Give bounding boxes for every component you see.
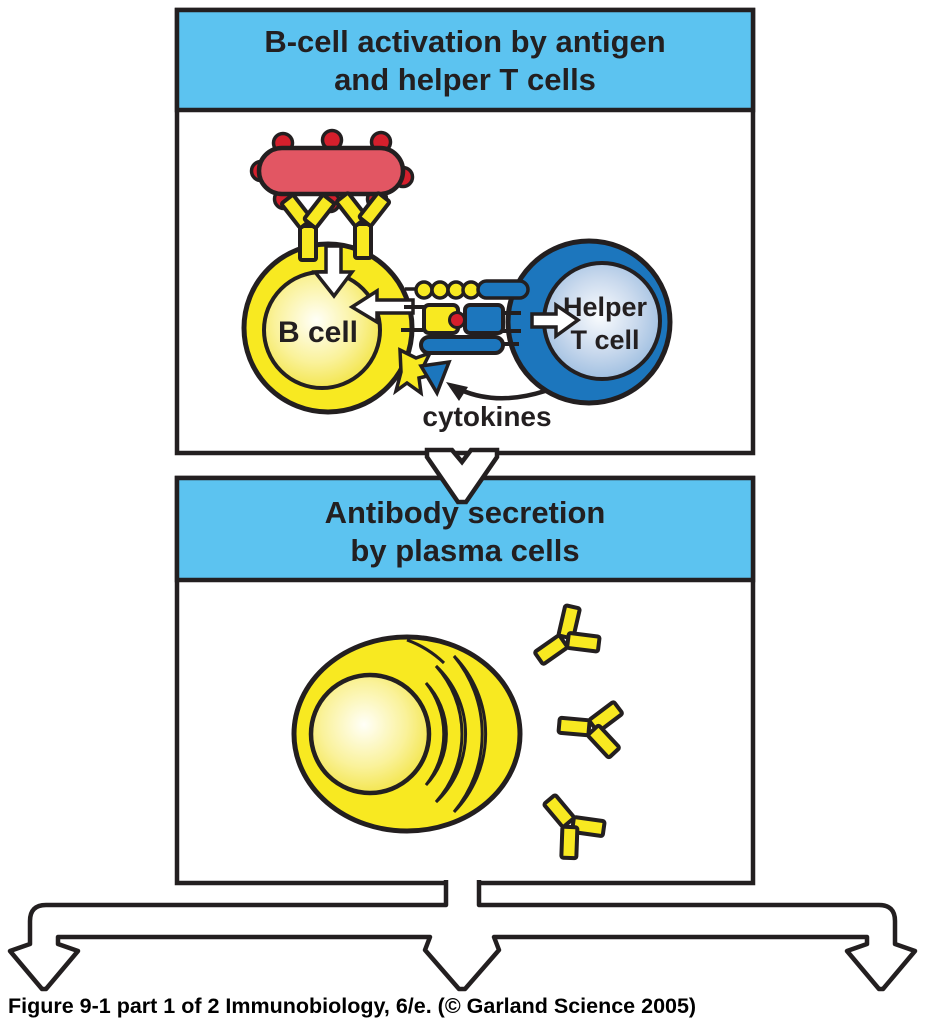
t-cell-label-line2: T cell bbox=[570, 325, 639, 355]
antibody-stem bbox=[556, 715, 592, 738]
cytokines-label: cytokines bbox=[422, 401, 551, 432]
antibody-arm bbox=[559, 824, 580, 861]
b-cell-label: B cell bbox=[278, 316, 358, 349]
antibody-icon bbox=[533, 603, 602, 666]
panel-secretion-title-line2: by plasma cells bbox=[350, 533, 579, 568]
b-cell-receptor bbox=[334, 191, 392, 260]
antibody-stem bbox=[542, 793, 576, 829]
antibody-stem bbox=[533, 633, 569, 666]
bcr-stem bbox=[353, 222, 373, 260]
costimulatory-beads bbox=[414, 280, 481, 300]
panel-connector-arrow-icon bbox=[424, 447, 500, 505]
er-crescent bbox=[434, 664, 467, 804]
cd40-receptor-capsule bbox=[476, 279, 530, 300]
er-crescent bbox=[424, 681, 448, 787]
er-crescent bbox=[452, 654, 488, 814]
antibody-arm bbox=[586, 723, 621, 760]
figure-caption: Figure 9-1 part 1 of 2 Immunobiology, 6/… bbox=[8, 994, 696, 1018]
antigen bbox=[256, 145, 406, 197]
b-cell-receptor bbox=[279, 193, 337, 262]
cytokines-group: cytokines bbox=[418, 359, 552, 432]
antibody-arm bbox=[565, 631, 602, 654]
bcr-arm bbox=[302, 193, 337, 230]
branching-arrows-icon bbox=[7, 880, 918, 992]
bcr-stem bbox=[298, 224, 318, 262]
antibody-icon bbox=[542, 793, 607, 861]
adhesion-capsule bbox=[419, 335, 505, 355]
bead bbox=[414, 280, 434, 300]
membrane-spike bbox=[393, 347, 441, 397]
cytokine-arrow-curve bbox=[460, 387, 546, 401]
peptide-dot bbox=[448, 311, 466, 329]
panel-activation: B-cell activation by antigen and helper … bbox=[174, 7, 756, 456]
panel-secretion: Antibody secretion by plasma cells bbox=[174, 475, 756, 886]
bead bbox=[430, 280, 450, 300]
antibody-arm bbox=[570, 815, 607, 838]
t-cell-receptor bbox=[463, 303, 505, 335]
activation-arrow-down-icon bbox=[311, 244, 356, 299]
panel-activation-header bbox=[174, 7, 756, 113]
antibody-arm bbox=[556, 603, 582, 641]
cell-interface bbox=[401, 279, 530, 355]
cytokine-arrowhead-icon bbox=[446, 382, 468, 401]
plasma-cell-nucleus bbox=[308, 672, 432, 796]
panel-activation-title-line1: B-cell activation by antigen bbox=[264, 24, 665, 59]
cytokine-triangle-icon bbox=[418, 359, 452, 397]
er-crescent bbox=[406, 638, 446, 665]
activation-arrow-right-icon bbox=[530, 301, 582, 340]
antibody-icon bbox=[556, 700, 624, 760]
bcr-arm bbox=[357, 191, 392, 228]
panel-activation-title-line2: and helper T cells bbox=[334, 62, 596, 97]
activation-arrow-left-icon bbox=[348, 287, 415, 326]
t-cell-label-line1: Helper bbox=[563, 292, 648, 322]
